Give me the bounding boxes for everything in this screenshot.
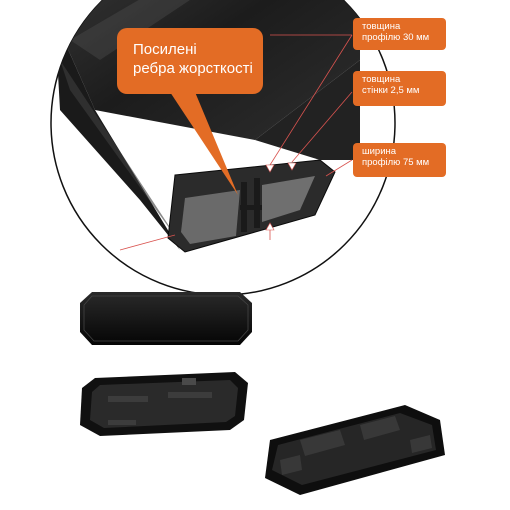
end-cap-top-view bbox=[80, 292, 252, 345]
width-callout-line2: профілю 75 мм bbox=[362, 157, 430, 168]
width-callout-line1: ширина bbox=[362, 146, 397, 157]
wall-callout: товщина стінки 2,5 мм bbox=[353, 71, 446, 106]
ribs-callout-line1: Посилені bbox=[133, 41, 197, 58]
wall-callout-line2: стінки 2,5 мм bbox=[362, 85, 420, 96]
end-cap-perspective-view bbox=[265, 405, 445, 495]
ribs-callout-line2: ребра жорсткості bbox=[133, 60, 253, 77]
thickness-callout-line1: товщина bbox=[362, 21, 401, 32]
width-callout: ширина профілю 75 мм bbox=[353, 143, 446, 177]
thickness-callout-line2: профілю 30 мм bbox=[362, 32, 430, 43]
thickness-callout: товщина профілю 30 мм bbox=[353, 18, 446, 50]
ribs-callout: Посилені ребра жорсткості bbox=[117, 28, 263, 94]
wall-callout-line1: товщина bbox=[362, 74, 401, 85]
end-cap-inside-view bbox=[80, 372, 248, 436]
